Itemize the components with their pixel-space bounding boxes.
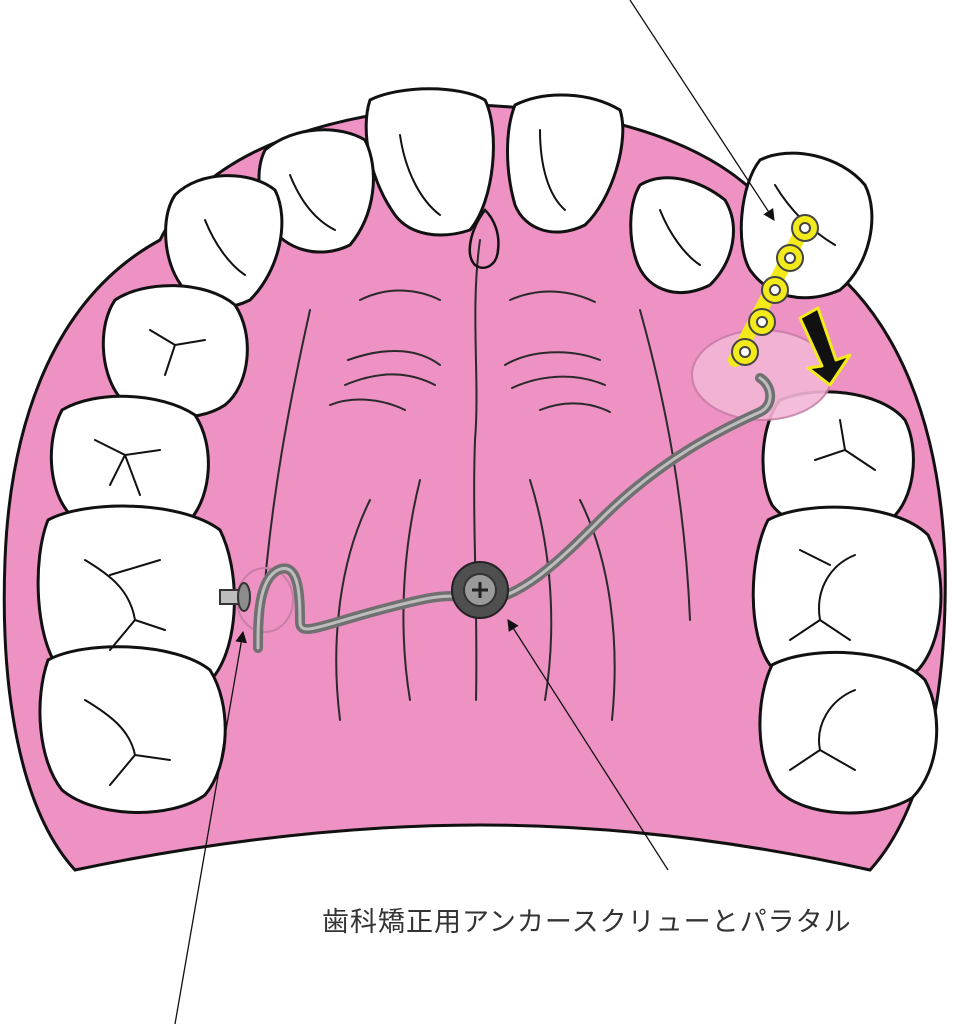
- molar-right-2: [760, 652, 937, 813]
- molar-left-2: [40, 647, 225, 813]
- figure-caption: 歯科矯正用アンカースクリューとパラタル: [322, 900, 852, 939]
- lateral-incisor-right: [631, 178, 734, 293]
- anchor-screw: [452, 562, 508, 618]
